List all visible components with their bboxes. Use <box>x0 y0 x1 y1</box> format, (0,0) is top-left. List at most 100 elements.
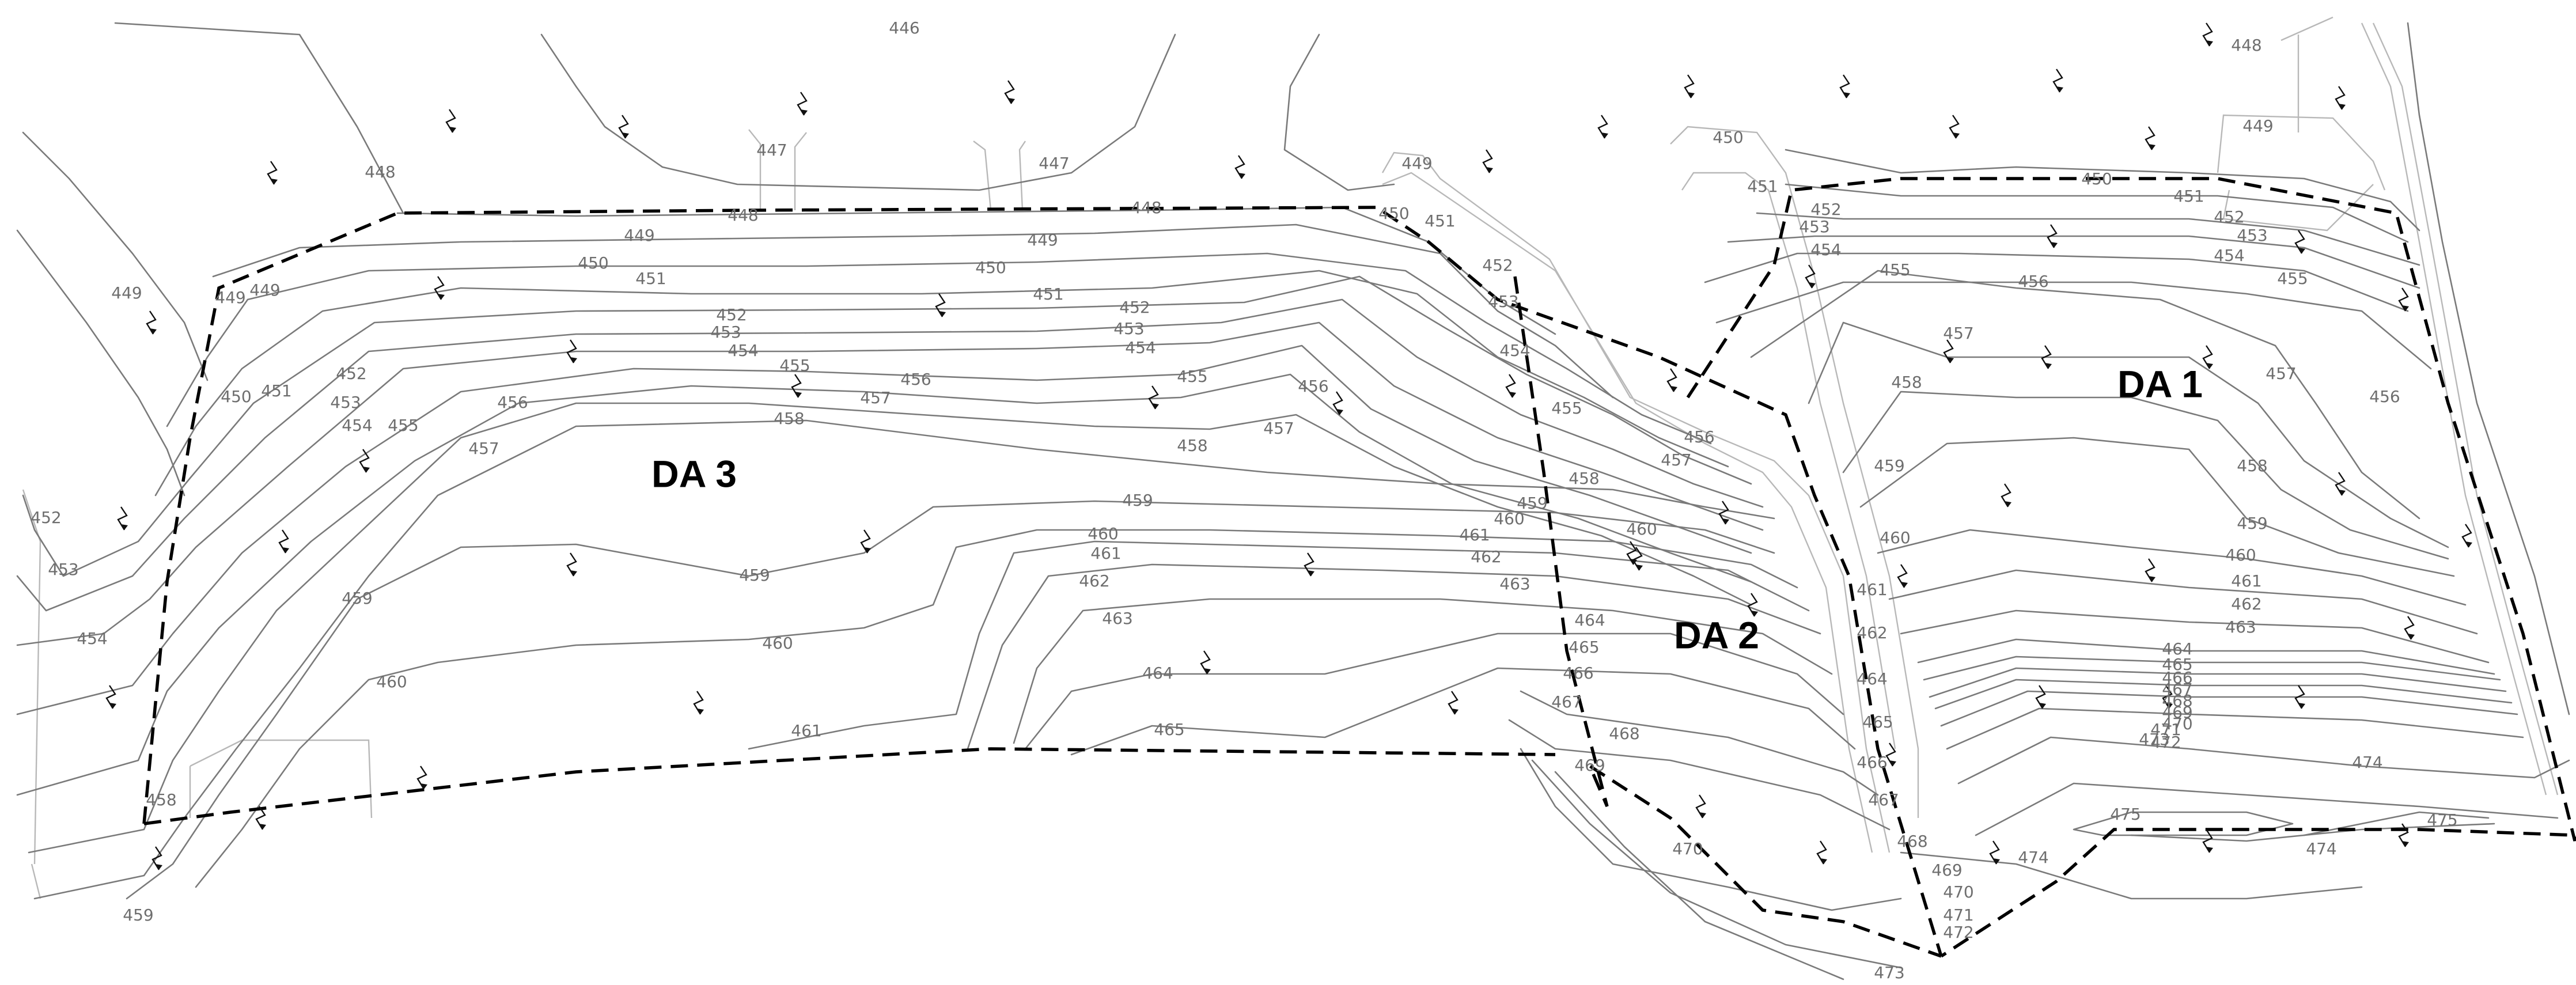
contour-label: 451 <box>1747 177 1778 196</box>
flow-direction-arrow-icon <box>416 766 427 790</box>
contour-label: 456 <box>1298 377 1328 396</box>
flow-direction-arrow-icon <box>1718 501 1729 525</box>
contour-label: 456 <box>2369 387 2400 406</box>
contour-label: 458 <box>1177 436 1207 455</box>
drainage-area-labels: DA 1 DA 2 DA 3 <box>651 362 2203 656</box>
flow-direction-arrow-icon <box>1597 115 1608 139</box>
contour-label: 457 <box>1661 450 1691 469</box>
contour-label: 451 <box>2173 187 2204 206</box>
contour-label: 458 <box>1569 469 1599 488</box>
flow-direction-arrow-icon <box>2202 345 2213 369</box>
contour-label: 471 <box>2150 720 2181 739</box>
contour-label: 462 <box>1079 571 1109 590</box>
flow-direction-arrow-icon <box>2335 472 2346 496</box>
flow-arrows <box>105 22 2472 870</box>
contour-label: 447 <box>1039 154 1069 173</box>
contour-label: 468 <box>1609 724 1639 743</box>
contour-label: 465 <box>1154 720 1184 739</box>
contour-label: 452 <box>1119 298 1150 317</box>
contour-label: 460 <box>376 672 407 691</box>
contour-label: 457 <box>860 388 891 407</box>
contour-label: 460 <box>1494 509 1524 528</box>
contour-label: 456 <box>900 370 931 389</box>
flow-direction-arrow-icon <box>2398 287 2409 312</box>
flow-direction-arrow-icon <box>2041 345 2052 369</box>
contour-label: 455 <box>388 416 418 435</box>
contour-label: 465 <box>1569 638 1599 657</box>
contour-label: 452 <box>716 305 747 324</box>
contour-label: 455 <box>1880 260 1910 279</box>
flow-direction-arrow-icon <box>2035 685 2046 709</box>
contour-label: 453 <box>48 560 78 579</box>
flow-direction-arrow-icon <box>1666 368 1677 392</box>
contour-label: 449 <box>624 226 654 245</box>
flow-direction-arrow-icon <box>860 529 871 554</box>
flow-direction-arrow-icon <box>146 310 157 335</box>
contour-label: 459 <box>342 589 372 608</box>
flow-direction-arrow-icon <box>1482 149 1493 173</box>
flow-direction-arrow-icon <box>2145 558 2155 582</box>
contour-label: 457 <box>1263 419 1294 438</box>
contour-label: 448 <box>365 162 395 181</box>
flow-direction-arrow-icon <box>618 115 629 139</box>
da2-west-boundary <box>1513 276 1942 958</box>
contour-label: 452 <box>1482 256 1513 275</box>
flow-direction-arrow-icon <box>445 109 456 133</box>
contour-label: 451 <box>1033 285 1063 304</box>
flow-direction-arrow-icon <box>1332 391 1343 415</box>
contour-label: 461 <box>1857 580 1887 599</box>
contour-label: 459 <box>1517 494 1547 513</box>
contour-label: 469 <box>1931 861 1962 880</box>
contour-label: 449 <box>249 281 280 300</box>
flow-direction-arrow-icon <box>1885 742 1896 767</box>
contour-label: 450 <box>1378 204 1409 223</box>
flow-direction-arrow-icon <box>1943 339 1954 363</box>
contour-label: 458 <box>2237 456 2267 475</box>
contour-label: 453 <box>330 393 361 412</box>
contour-label: 468 <box>1897 832 1927 851</box>
site-features <box>22 16 2559 899</box>
contour-label: 456 <box>497 393 528 412</box>
contour-label: 452 <box>2214 207 2244 226</box>
contour-label: 448 <box>1131 198 1161 217</box>
contour-label: 471 <box>1943 906 1973 925</box>
contour-label: 463 <box>2225 617 2256 637</box>
contour-label: 466 <box>2162 668 2192 687</box>
flow-direction-arrow-icon <box>2461 524 2472 548</box>
contour-label: 449 <box>215 288 245 307</box>
flow-direction-arrow-icon <box>1695 794 1706 819</box>
contour-lines <box>16 22 2570 980</box>
flow-direction-arrow-icon <box>2294 230 2305 254</box>
contour-label: 449 <box>1401 154 1432 173</box>
contour-label: 469 <box>1574 756 1605 775</box>
contour-label: 473 <box>2139 730 2169 749</box>
contour-label: 465 <box>2162 655 2192 674</box>
contour-label: 472 <box>1943 923 1973 942</box>
contour-label: 450 <box>1713 128 1743 147</box>
contour-label: 464 <box>2162 639 2192 658</box>
flow-direction-arrow-icon <box>1805 264 1816 289</box>
contour-label: 461 <box>791 721 821 740</box>
contour-label: 463 <box>1499 574 1530 593</box>
contour-label: 449 <box>2242 116 2273 135</box>
flow-direction-arrow-icon <box>797 92 808 116</box>
flow-direction-arrow-icon <box>2001 483 2011 507</box>
da-3-label: DA 3 <box>651 452 737 495</box>
contour-label: 461 <box>1459 525 1490 544</box>
contour-label: 455 <box>1177 367 1207 386</box>
contour-label: 463 <box>1102 609 1132 628</box>
flow-direction-arrow-icon <box>1747 593 1758 617</box>
flow-direction-arrow-icon <box>2145 126 2155 150</box>
flow-direction-arrow-icon <box>693 691 704 715</box>
contour-label: 451 <box>261 381 291 400</box>
flow-direction-arrow-icon <box>2335 86 2346 110</box>
flow-direction-arrow-icon <box>1234 155 1245 179</box>
contour-label: 458 <box>146 790 176 809</box>
contour-label: 473 <box>1874 963 1904 982</box>
flow-direction-arrow-icon <box>2202 22 2213 47</box>
flow-direction-arrow-icon <box>359 449 370 473</box>
contour-label: 460 <box>2225 545 2256 565</box>
contour-label: 451 <box>635 269 666 288</box>
flow-direction-arrow-icon <box>1897 564 1908 588</box>
